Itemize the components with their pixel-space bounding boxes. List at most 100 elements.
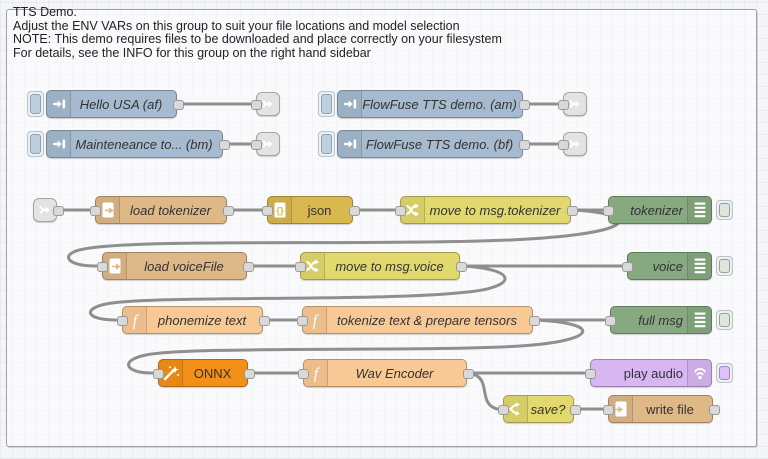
button-face	[321, 134, 332, 154]
button-face	[30, 134, 41, 154]
node-label-tokenize-text-prepare-tensors: tokenize text & prepare tensors	[328, 307, 526, 333]
inject-arrow-icon	[51, 136, 67, 152]
node-label-move-to-msg-voice: move to msg.voice	[326, 253, 453, 279]
node-label-phonemize-text: phonemize text	[148, 307, 256, 333]
play-audio-icon	[692, 365, 708, 381]
port-in[interactable]	[298, 369, 309, 379]
port-in[interactable]	[295, 262, 306, 272]
node-label-inject-flowfuse-bf: FlowFuse TTS demo. (bf)	[363, 131, 516, 157]
node-label-write-file: write file	[634, 396, 706, 422]
file-out-icon	[613, 400, 629, 418]
port-in[interactable]	[558, 100, 569, 110]
node-debug-voice[interactable]: voice	[627, 252, 712, 280]
port-in[interactable]	[251, 100, 262, 110]
node-onnx[interactable]: ONNX	[158, 359, 248, 387]
port-in[interactable]	[90, 206, 101, 216]
port-out[interactable]	[243, 262, 254, 272]
link-arrow-icon	[260, 136, 276, 152]
toggle-button-debug-full-msg[interactable]	[716, 310, 733, 330]
toggle-button-debug-voice[interactable]	[716, 256, 733, 276]
node-label-inject-hello-usa: Hello USA (af)	[72, 91, 170, 117]
magic-wand-icon	[162, 364, 180, 382]
port-out[interactable]	[259, 316, 270, 326]
icon-stripe	[687, 307, 711, 333]
port-in[interactable]	[297, 316, 308, 326]
node-load-voicefile[interactable]: load voiceFile	[102, 252, 247, 280]
node-move-to-msg-voice[interactable]: move to msg.voice	[300, 252, 460, 280]
port-in[interactable]	[585, 369, 596, 379]
inject-button-inject-flowfuse-am[interactable]	[318, 91, 335, 117]
node-save-switch[interactable]: save?	[503, 395, 574, 423]
port-out[interactable]	[709, 405, 720, 415]
shuffle-icon	[405, 202, 421, 218]
function-icon: f	[307, 310, 323, 330]
button-face	[30, 94, 41, 114]
node-inject-hello-usa[interactable]: Hello USA (af)	[46, 90, 177, 118]
port-in[interactable]	[97, 262, 108, 272]
inject-button-inject-maintenance[interactable]	[27, 131, 44, 157]
port-out[interactable]	[219, 140, 230, 150]
port-in[interactable]	[603, 405, 614, 415]
port-in[interactable]	[558, 140, 569, 150]
port-in[interactable]	[262, 206, 273, 216]
port-out[interactable]	[53, 206, 64, 216]
node-wav-encoder[interactable]: fWav Encoder	[303, 359, 467, 387]
node-inject-flowfuse-am[interactable]: FlowFuse TTS demo. (am)	[337, 90, 523, 118]
toggle-button-play-audio[interactable]	[716, 363, 733, 383]
port-in[interactable]	[622, 262, 633, 272]
shuffle-icon	[305, 258, 321, 274]
port-out[interactable]	[567, 206, 578, 216]
node-phonemize-text[interactable]: fphonemize text	[122, 306, 263, 334]
link-arrow-icon	[37, 202, 53, 218]
icon-stripe	[47, 131, 71, 157]
node-link-out-1[interactable]	[256, 92, 280, 116]
link-arrow-icon	[567, 136, 583, 152]
port-out[interactable]	[529, 316, 540, 326]
port-in[interactable]	[153, 369, 164, 379]
node-link-out-2[interactable]	[256, 132, 280, 156]
port-out[interactable]	[349, 206, 360, 216]
icon-stripe	[687, 360, 711, 386]
node-link-in-1[interactable]	[33, 198, 57, 222]
button-face	[321, 94, 332, 114]
node-json[interactable]: {}json	[267, 196, 353, 224]
inject-arrow-icon	[342, 136, 358, 152]
node-move-to-msg-tokenizer[interactable]: move to msg.tokenizer	[400, 196, 571, 224]
inject-button-inject-hello-usa[interactable]	[27, 91, 44, 117]
node-load-tokenizer[interactable]: load tokenizer	[95, 196, 227, 224]
node-play-audio[interactable]: play audio	[590, 359, 712, 387]
port-in[interactable]	[603, 206, 614, 216]
node-label-json: json	[293, 197, 346, 223]
node-inject-maintenance[interactable]: Mainteneance to... (bm)	[46, 130, 223, 158]
node-label-wav-encoder: Wav Encoder	[329, 360, 460, 386]
port-in[interactable]	[395, 206, 406, 216]
node-tokenize-text-prepare-tensors[interactable]: f tokenize text & prepare tensors	[302, 306, 533, 334]
debug-list-icon	[693, 257, 707, 275]
node-link-out-4[interactable]	[563, 132, 587, 156]
port-in[interactable]	[117, 316, 128, 326]
port-in[interactable]	[251, 140, 262, 150]
port-out[interactable]	[244, 369, 255, 379]
port-in[interactable]	[605, 316, 616, 326]
file-in-icon	[100, 201, 116, 219]
port-out[interactable]	[223, 206, 234, 216]
node-debug-tokenizer[interactable]: tokenizer	[608, 196, 712, 224]
port-out[interactable]	[519, 140, 530, 150]
node-debug-full-msg[interactable]: full msg	[610, 306, 712, 334]
toggle-button-debug-tokenizer[interactable]	[716, 200, 733, 220]
node-inject-flowfuse-bf[interactable]: FlowFuse TTS demo. (bf)	[337, 130, 523, 158]
port-out[interactable]	[173, 100, 184, 110]
node-write-file[interactable]: write file	[608, 395, 713, 423]
port-out[interactable]	[456, 262, 467, 272]
port-in[interactable]	[498, 405, 509, 415]
button-face	[719, 203, 730, 217]
node-link-out-3[interactable]	[563, 92, 587, 116]
port-out[interactable]	[570, 405, 581, 415]
port-out[interactable]	[463, 369, 474, 379]
svg-text:f: f	[312, 313, 319, 330]
port-out[interactable]	[519, 100, 530, 110]
node-label-onnx: ONNX	[184, 360, 241, 386]
node-label-move-to-msg-tokenizer: move to msg.tokenizer	[426, 197, 564, 223]
inject-button-inject-flowfuse-bf[interactable]	[318, 131, 335, 157]
